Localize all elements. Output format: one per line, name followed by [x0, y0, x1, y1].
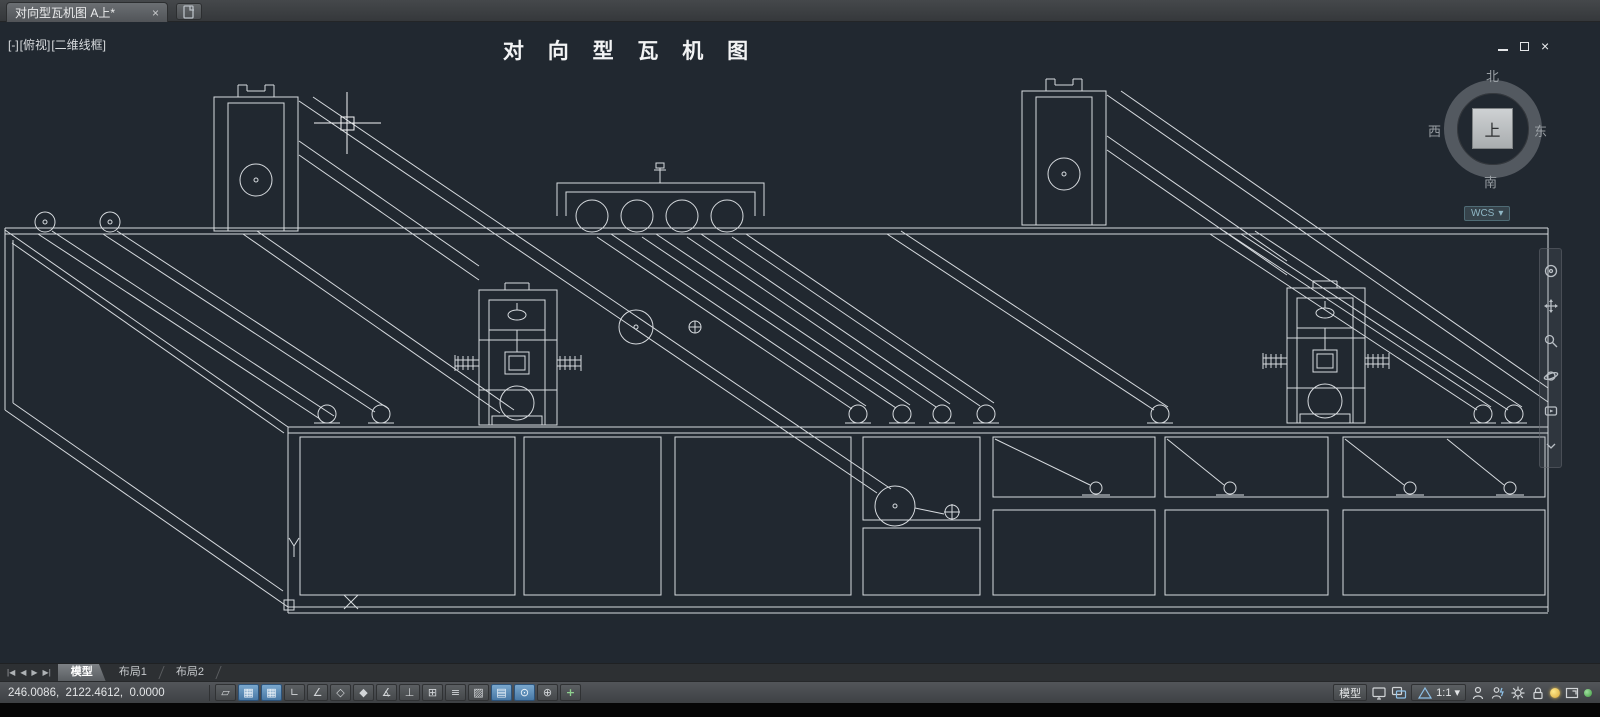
- restore-icon[interactable]: [1520, 41, 1529, 51]
- toggle-dynamic-ucs[interactable]: ⊥: [399, 684, 420, 701]
- pan-icon[interactable]: [1543, 298, 1559, 314]
- annotation-scale-button[interactable]: 1:1 ▾: [1411, 684, 1466, 701]
- viewcube-south-label[interactable]: 南: [1484, 175, 1498, 190]
- orbit-icon[interactable]: [1543, 368, 1559, 384]
- viewcube-north-label[interactable]: 北: [1486, 69, 1500, 84]
- close-icon[interactable]: ×: [1541, 38, 1550, 54]
- page-icon: [183, 4, 194, 19]
- status-bar: 246.0086, 2122.4612, 0.0000 ▱ ▦ ▦ ∟ ∠ ◇ …: [0, 681, 1600, 703]
- full-navigation-wheel-icon[interactable]: [1543, 263, 1559, 279]
- first-tab-button[interactable]: |◀: [7, 668, 16, 677]
- machine-drawing: [4, 78, 1549, 614]
- drawing-tab-bar: 对向型瓦机图 A上* ×: [0, 0, 1600, 22]
- toggle-polar-tracking[interactable]: ∠: [307, 684, 328, 701]
- toggle-ortho-mode[interactable]: ∟: [284, 684, 305, 701]
- quick-view-drawings-icon[interactable]: [1391, 685, 1407, 701]
- drawing-tab-title: 对向型瓦机图 A上*: [15, 6, 116, 20]
- toggle-object-snap[interactable]: ◇: [330, 684, 351, 701]
- toggle-quick-properties[interactable]: ▤: [491, 684, 512, 701]
- drawing-tab-menu-button[interactable]: [176, 3, 202, 20]
- tab-layout2[interactable]: 布局2: [175, 665, 205, 678]
- navigation-bar: [1539, 248, 1562, 468]
- annotation-scale-icon: [1418, 686, 1433, 699]
- next-tab-button[interactable]: ▶: [31, 668, 38, 677]
- left-gearbox: [454, 282, 582, 426]
- roller-lines: [37, 90, 1549, 494]
- prev-tab-button[interactable]: ◀: [20, 668, 27, 677]
- divider: [209, 684, 210, 701]
- toggle-dynamic-input[interactable]: ⊞: [422, 684, 443, 701]
- crosshair-cursor: [314, 92, 381, 154]
- right-gearbox: [1262, 280, 1390, 424]
- layout-tab-bar: |◀ ◀ ▶ ▶| 模型 布局1 布局2: [0, 663, 1600, 681]
- status-indicator-dot: [1584, 688, 1592, 697]
- model-space-canvas[interactable]: [-][俯视][二维线框] 对 向 型 瓦 机 图 × 上 北 西 东 南 WC…: [0, 22, 1600, 663]
- viewport-visual-style-control[interactable]: [二维线框]: [51, 38, 107, 52]
- wcs-label: WCS: [1471, 208, 1495, 219]
- left-tower: [213, 84, 299, 232]
- tab-model[interactable]: 模型: [58, 664, 106, 682]
- viewcube-top-face[interactable]: 上: [1472, 108, 1513, 149]
- front-panels: [299, 436, 1546, 596]
- viewport-view-control[interactable]: [俯视]: [19, 38, 51, 52]
- layout-tab-nav: |◀ ◀ ▶ ▶|: [0, 668, 58, 677]
- zoom-icon[interactable]: [1543, 333, 1559, 349]
- toggle-transparency[interactable]: ▨: [468, 684, 489, 701]
- toggle-infer-constraints[interactable]: ▱: [215, 684, 236, 701]
- model-space-button[interactable]: 模型: [1333, 684, 1368, 701]
- coordinate-readout[interactable]: 246.0086, 2122.4612, 0.0000: [8, 686, 165, 699]
- show-motion-icon[interactable]: [1543, 403, 1559, 419]
- wcs-arrow-icon: ▾: [1498, 208, 1504, 219]
- minimize-icon[interactable]: [1498, 49, 1508, 51]
- toggle-grid-display[interactable]: ▦: [261, 684, 282, 701]
- toggle-add[interactable]: +: [560, 684, 581, 701]
- navbar-menu-icon[interactable]: [1543, 438, 1559, 454]
- annotation-scale-arrow-icon: ▾: [1454, 687, 1460, 699]
- viewcube-west-label[interactable]: 西: [1428, 124, 1442, 139]
- drawing-title-text: 对 向 型 瓦 机 图: [502, 40, 758, 63]
- viewport-controls: [-][俯视][二维线框]: [8, 36, 107, 53]
- top-bracket: [556, 162, 765, 216]
- annotation-visibility-icon[interactable]: [1470, 685, 1486, 701]
- toggle-3d-object-snap[interactable]: ◆: [353, 684, 374, 701]
- toggle-snap-mode[interactable]: ▦: [238, 684, 259, 701]
- viewport-minus-control[interactable]: [-]: [8, 38, 19, 52]
- viewcube-east-label[interactable]: 东: [1534, 124, 1548, 139]
- toolbar-lock-icon[interactable]: [1530, 685, 1546, 701]
- workspace-switching-gear-icon[interactable]: [1510, 685, 1526, 701]
- toggle-lineweight[interactable]: ≡: [445, 684, 466, 701]
- last-tab-button[interactable]: ▶|: [42, 668, 51, 677]
- clean-screen-icon[interactable]: [1564, 685, 1580, 701]
- bottom-edge: [0, 703, 1600, 717]
- toggle-object-snap-tracking[interactable]: ∡: [376, 684, 397, 701]
- quick-view-layouts-icon[interactable]: [1371, 685, 1387, 701]
- document-window-controls: ×: [1498, 38, 1549, 54]
- loose-fittings: [283, 309, 702, 611]
- rollers: [34, 199, 1528, 424]
- auto-annotation-icon[interactable]: [1490, 685, 1506, 701]
- right-tower: [1021, 78, 1107, 226]
- toggle-annotation-monitor[interactable]: ⊕: [537, 684, 558, 701]
- annotation-scale-value: 1:1: [1436, 686, 1452, 699]
- wcs-switcher[interactable]: WCS ▾: [1464, 206, 1511, 221]
- status-bar-right-cluster: 模型 1:1 ▾: [1333, 684, 1600, 701]
- toggle-selection-cycling[interactable]: ⊙: [514, 684, 535, 701]
- cad-drawing[interactable]: [0, 22, 1600, 663]
- tab-layout1[interactable]: 布局1: [118, 665, 147, 678]
- isolate-objects-bulb-icon[interactable]: [1550, 687, 1560, 698]
- tab-close-icon[interactable]: ×: [151, 5, 159, 20]
- drawing-tab[interactable]: 对向型瓦机图 A上* ×: [6, 2, 168, 22]
